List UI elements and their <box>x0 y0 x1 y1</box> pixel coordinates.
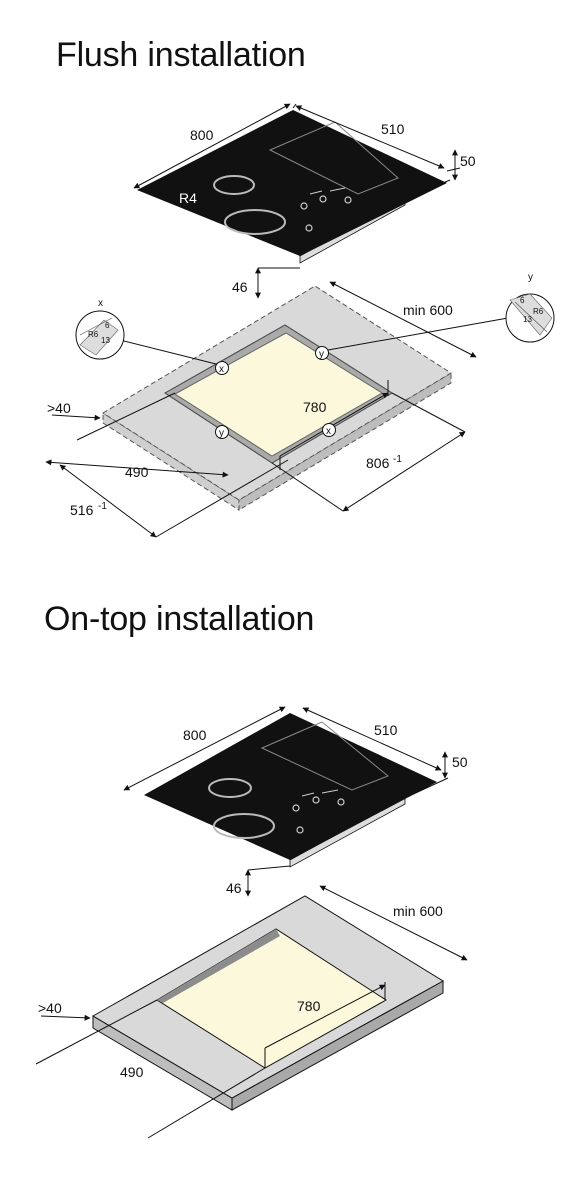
flush-countertop <box>102 285 452 511</box>
ontop-hob-controls <box>292 796 345 834</box>
flush-cut-depth-label: 490 <box>125 464 149 480</box>
detail-x-label: x <box>98 298 103 309</box>
flush-outer-depth-label: 516 <box>70 502 94 518</box>
ontop-depth-label: 510 <box>374 722 398 738</box>
ontop-width-line <box>123 706 286 791</box>
flush-width-line <box>133 103 291 189</box>
detail-y-label: y <box>528 272 533 283</box>
ontop-hob-dimensions: 800 510 50 46 <box>123 706 468 897</box>
flush-outer-width-label: 806 <box>366 455 390 471</box>
flush-inner-width-label: 780 <box>303 399 327 415</box>
ontop-min-depth-label: min 600 <box>393 903 443 919</box>
ontop-hob-zone-large <box>213 813 275 839</box>
flush-depth-label: 510 <box>381 121 405 137</box>
svg-text:6: 6 <box>105 321 110 330</box>
flush-recess-label: 46 <box>232 279 248 295</box>
svg-text:y: y <box>219 428 224 439</box>
flush-hob-controls <box>300 195 352 232</box>
flush-min-depth-line <box>329 281 477 358</box>
svg-text:6: 6 <box>520 296 525 305</box>
ontop-cut-depth-label: 490 <box>120 1064 144 1080</box>
ontop-front-gap-label: >40 <box>38 1000 62 1016</box>
flush-radius-label: R4 <box>179 190 197 206</box>
detail-y-callout: y 6 R6 13 <box>505 272 555 343</box>
flush-outer-depth-tol: -1 <box>98 501 107 512</box>
flush-width-label: 800 <box>190 127 214 143</box>
svg-text:R6: R6 <box>533 307 544 316</box>
flush-marker-x-top: x <box>215 361 229 375</box>
flush-outer-depth-line <box>59 464 157 538</box>
flush-cutout-dimensions: min 600 >40 780 490 516 -1 806 -1 x y y … <box>45 281 509 538</box>
svg-text:x: x <box>326 426 331 437</box>
flush-height-label: 50 <box>460 153 476 169</box>
detail-x-callout: x 6 R6 13 <box>75 298 125 360</box>
flush-min-depth-label: min 600 <box>403 302 453 318</box>
flush-depth-line <box>295 105 445 169</box>
flush-hob-dimensions: 800 510 50 R4 46 <box>133 103 476 299</box>
flush-installation-title: Flush installation <box>56 36 306 74</box>
ontop-min-depth-line <box>319 885 468 961</box>
flush-front-gap-label: >40 <box>47 400 71 416</box>
svg-text:R6: R6 <box>88 330 99 339</box>
ontop-width-label: 800 <box>183 727 207 743</box>
svg-text:x: x <box>219 364 224 375</box>
ontop-countertop <box>92 895 444 1111</box>
ontop-recess-label: 46 <box>226 880 242 896</box>
flush-outer-width-tol: -1 <box>393 454 402 465</box>
ontop-hob-zone-rect <box>260 721 389 791</box>
flush-marker-y-top: y <box>315 346 329 360</box>
svg-text:y: y <box>319 349 324 360</box>
ontop-inner-width-label: 780 <box>297 998 321 1014</box>
ontop-depth-line <box>302 707 442 771</box>
flush-inner-width-line <box>279 392 389 457</box>
flush-marker-x-front: x <box>322 423 336 437</box>
ontop-installation-title: On-top installation <box>44 600 315 638</box>
svg-text:13: 13 <box>101 336 110 345</box>
ontop-inner-width-line <box>264 984 386 1049</box>
flush-marker-y-front: y <box>215 425 229 439</box>
svg-text:13: 13 <box>523 315 532 324</box>
ontop-cutout-dimensions: min 600 >40 780 490 <box>35 885 468 1139</box>
ontop-height-label: 50 <box>452 754 468 770</box>
flush-outer-width-line <box>342 431 466 512</box>
flush-hob-zone-large <box>224 209 286 235</box>
